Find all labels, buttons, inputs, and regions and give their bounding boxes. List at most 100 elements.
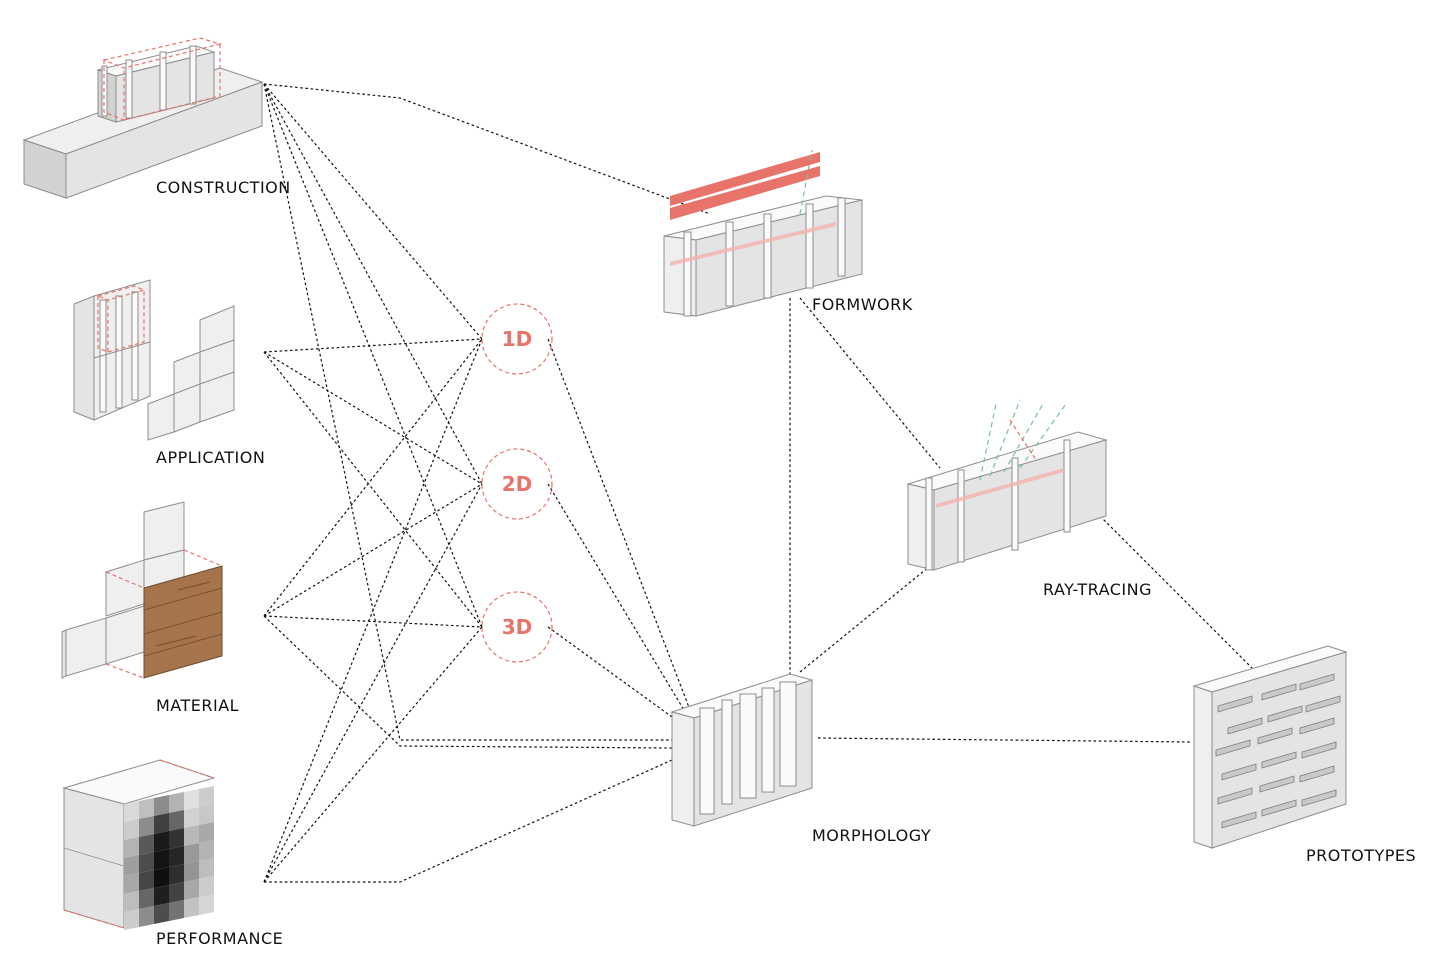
connection-morphology-raytracing bbox=[799, 565, 931, 673]
heatmap-cell bbox=[124, 801, 139, 822]
formwork-label: FORMWORK bbox=[812, 295, 913, 314]
heatmap-cell bbox=[154, 795, 169, 816]
heatmap-cell bbox=[154, 903, 169, 924]
heatmap-cell bbox=[199, 876, 214, 897]
prototype-slot bbox=[1217, 787, 1253, 805]
heatmap-cell bbox=[169, 882, 184, 903]
heatmap-cell bbox=[199, 822, 214, 843]
node-2d-circle bbox=[481, 448, 553, 520]
prototype-slot bbox=[1257, 727, 1293, 745]
heatmap-cell bbox=[184, 843, 199, 864]
prototype-slot bbox=[1301, 741, 1337, 759]
prototype-slot bbox=[1305, 695, 1341, 713]
heatmap-cell bbox=[184, 807, 199, 828]
connection-construction-d1 bbox=[263, 83, 483, 340]
node-3d-label: 3D bbox=[502, 615, 533, 639]
performance-label: PERFORMANCE bbox=[156, 929, 284, 948]
connection-d3-morphology bbox=[547, 626, 691, 731]
heatmap-cell bbox=[199, 858, 214, 879]
prototypes-illustration bbox=[1192, 645, 1348, 849]
connection-lines bbox=[263, 83, 1253, 883]
connection-performance-d1 bbox=[263, 338, 483, 883]
application-illustration bbox=[73, 279, 235, 441]
connection-application-d3 bbox=[263, 351, 483, 628]
material-label: MATERIAL bbox=[156, 696, 240, 715]
application-label: APPLICATION bbox=[156, 448, 266, 467]
prototype-slot bbox=[1267, 705, 1303, 723]
heatmap-cell bbox=[139, 798, 154, 819]
connection-construction-morphology bbox=[263, 83, 690, 741]
prototype-slot bbox=[1299, 765, 1335, 783]
heatmap-cell bbox=[154, 885, 169, 906]
prototype-slot bbox=[1215, 739, 1251, 757]
prototype-slot bbox=[1261, 751, 1297, 769]
morphology-illustration bbox=[670, 673, 814, 827]
connection-material-d3 bbox=[263, 615, 483, 628]
raytracing-label: RAY-TRACING bbox=[1043, 580, 1153, 599]
connection-formwork-raytracing bbox=[799, 297, 941, 469]
construction-illustration bbox=[22, 37, 264, 199]
prototype-slot bbox=[1227, 717, 1263, 735]
heatmap-cell bbox=[124, 855, 139, 876]
heatmap-cell bbox=[169, 810, 184, 831]
node-3d-circle bbox=[481, 591, 553, 663]
raytracing-illustration bbox=[906, 399, 1108, 571]
connection-performance-d2 bbox=[263, 483, 483, 883]
prototype-slots bbox=[1215, 673, 1341, 829]
heatmap-cell bbox=[199, 804, 214, 825]
prototypes-label: PROTOTYPES bbox=[1306, 846, 1417, 865]
formwork-illustration bbox=[663, 149, 863, 317]
heatmap-cell bbox=[154, 849, 169, 870]
heatmap-cell bbox=[169, 864, 184, 885]
construction-label: CONSTRUCTION bbox=[156, 178, 291, 197]
connection-performance-d3 bbox=[263, 626, 483, 883]
connection-morphology-prototypes bbox=[817, 737, 1191, 743]
heatmap-cell bbox=[124, 837, 139, 858]
heatmap-cell bbox=[169, 828, 184, 849]
heatmap-cell bbox=[154, 831, 169, 852]
material-illustration bbox=[61, 501, 223, 679]
connection-d1-morphology bbox=[547, 338, 691, 711]
heatmap-cell bbox=[139, 888, 154, 909]
performance-illustration bbox=[62, 759, 216, 930]
heatmap-cell bbox=[169, 900, 184, 921]
prototype-slot bbox=[1259, 775, 1295, 793]
heatmap-cell bbox=[154, 813, 169, 834]
heatmap-cell bbox=[124, 873, 139, 894]
heatmap-cells bbox=[124, 786, 214, 930]
heatmap-cell bbox=[184, 825, 199, 846]
heatmap-cell bbox=[139, 906, 154, 927]
heatmap-cell bbox=[139, 816, 154, 837]
connection-material-d1 bbox=[263, 338, 483, 617]
heatmap-cell bbox=[169, 846, 184, 867]
connection-performance-morphology bbox=[264, 759, 673, 883]
prototype-slot bbox=[1261, 799, 1297, 817]
connection-material-d2 bbox=[263, 483, 483, 617]
heatmap-cell bbox=[139, 834, 154, 855]
dimension-nodes: 1D 2D 3D bbox=[481, 303, 553, 663]
heatmap-cell bbox=[124, 819, 139, 840]
prototype-slot bbox=[1301, 789, 1337, 807]
heatmap-cell bbox=[154, 867, 169, 888]
morphology-label: MORPHOLOGY bbox=[812, 826, 932, 845]
prototype-slot bbox=[1261, 683, 1297, 701]
node-1d-label: 1D bbox=[502, 327, 533, 351]
heatmap-cell bbox=[199, 840, 214, 861]
heatmap-cell bbox=[139, 870, 154, 891]
connection-application-d1 bbox=[263, 338, 483, 353]
prototype-slot bbox=[1221, 763, 1257, 781]
heatmap-cell bbox=[184, 879, 199, 900]
heatmap-cell bbox=[184, 861, 199, 882]
heatmap-cell bbox=[169, 792, 184, 813]
heatmap-cell bbox=[199, 894, 214, 915]
heatmap-cell bbox=[199, 786, 214, 807]
prototype-slot bbox=[1299, 673, 1335, 691]
prototype-slot bbox=[1299, 717, 1335, 735]
connection-d2-morphology bbox=[547, 483, 691, 721]
heatmap-cell bbox=[184, 789, 199, 810]
node-1d-circle bbox=[481, 303, 553, 375]
prototype-slot bbox=[1221, 811, 1257, 829]
connection-construction-d2 bbox=[263, 83, 483, 485]
